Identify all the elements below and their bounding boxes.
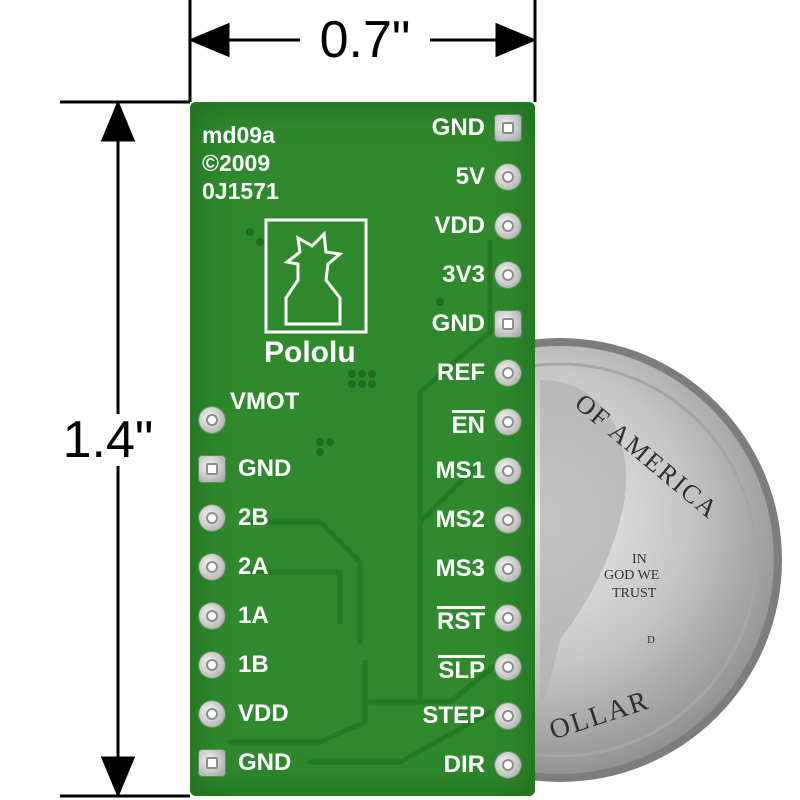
width-dimension-label: 0.7" — [300, 14, 430, 66]
height-arrow-top — [100, 100, 136, 142]
pin-pad — [495, 605, 521, 631]
pin-pad — [495, 507, 521, 533]
coin-motto-2: GOD WE — [604, 568, 660, 583]
pin-label: STEP — [422, 702, 485, 729]
pin-pad — [495, 703, 521, 729]
coin-motto-1: IN — [632, 552, 647, 567]
pin-label: RST — [437, 606, 485, 635]
pin-label: GND — [238, 749, 292, 776]
pololu-logo — [264, 218, 368, 334]
height-dimension-label: 1.4" — [48, 414, 168, 466]
pin-label: 3V3 — [442, 261, 485, 288]
pin-pad — [495, 556, 521, 582]
pin-pad — [199, 505, 225, 531]
pin-label: VMOT — [230, 388, 300, 415]
pin-pad — [495, 311, 521, 337]
pin-pad — [199, 603, 225, 629]
pololu-logo-text: Pololu — [264, 336, 356, 369]
pin-label: MS2 — [435, 506, 485, 533]
pin-label: GND — [431, 114, 485, 141]
pin-label: DIR — [443, 751, 485, 778]
board-serial: 0J1571 — [202, 178, 279, 204]
pin-label: 2B — [238, 504, 269, 531]
pin-pad — [495, 409, 521, 435]
width-arrow-right — [495, 22, 537, 58]
pin-pad — [199, 456, 225, 482]
pin-pad — [495, 213, 521, 239]
board-copyright: ©2009 — [202, 150, 271, 176]
coin-motto-3: TRUST — [612, 586, 657, 601]
pin-pad — [495, 654, 521, 680]
pin-label: VDD — [238, 700, 289, 727]
pin-pad — [495, 458, 521, 484]
pin-pad — [199, 701, 225, 727]
pin-label: REF — [437, 359, 485, 386]
pin-label: EN — [451, 410, 485, 439]
pin-label: MS3 — [435, 555, 485, 582]
coin-mint-mark: D — [647, 634, 655, 646]
pin-label: 1B — [238, 651, 269, 678]
pin-label: GND — [431, 310, 485, 337]
board-model: md09a — [202, 122, 275, 148]
pin-label: 1A — [238, 602, 269, 629]
width-arrow-left — [188, 22, 230, 58]
pin-pad — [199, 407, 225, 433]
pin-label: GND — [238, 455, 292, 482]
pin-pad — [495, 164, 521, 190]
pin-pad — [199, 750, 225, 776]
pin-label: 2A — [238, 553, 269, 580]
pin-pad — [495, 360, 521, 386]
pin-label: 5V — [455, 163, 485, 190]
pin-pad — [199, 652, 225, 678]
pin-label: VDD — [434, 212, 485, 239]
pin-pad — [495, 262, 521, 288]
pin-pad — [199, 554, 225, 580]
pin-label: MS1 — [435, 457, 485, 484]
board-traces — [227, 218, 503, 765]
pin-label: SLP — [438, 655, 485, 684]
pin-pad — [495, 115, 521, 141]
pin-pad — [495, 752, 521, 778]
height-arrow-bottom — [100, 756, 136, 798]
coin-portrait — [540, 380, 627, 700]
